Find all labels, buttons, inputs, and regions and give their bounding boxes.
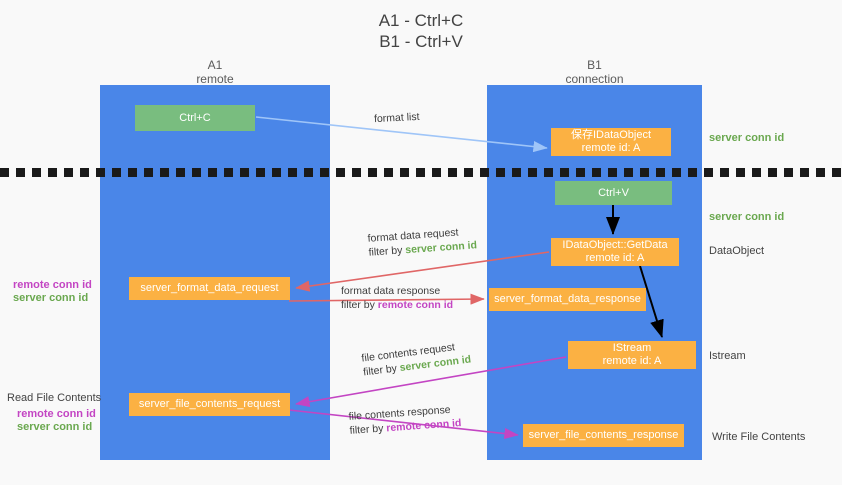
node-server-file-contents-request-label: server_file_contents_request	[138, 398, 281, 410]
node-server-format-data-response-label: server_format_data_response	[494, 293, 641, 305]
note-server-conn-id-1: server conn id	[13, 292, 89, 304]
node-server-format-data-request-label: server_format_data_request	[140, 282, 279, 294]
connector-file-contents-response	[288, 409, 519, 440]
node-server-format-data-request[interactable]: server_format_data_request	[129, 277, 290, 300]
edge-label-format-list: format list	[374, 110, 420, 126]
note-conn-ids-format: remote conn id server conn id	[7, 279, 92, 305]
node-ctrl-v[interactable]: Ctrl+V	[555, 181, 672, 205]
note-server-conn-id-top: server conn id	[709, 132, 785, 144]
title-line-2: B1 - Ctrl+V	[379, 32, 463, 51]
note-read-file-contents-heading: Read File Contents	[7, 392, 102, 404]
edge-label-format-data-request-filter-prefix: filter by	[368, 244, 406, 259]
node-save-idataobject-label: 保存IDataObject	[570, 129, 652, 141]
node-server-format-data-response[interactable]: server_format_data_response	[489, 288, 646, 311]
connector-format-data-request	[295, 251, 550, 292]
lane-a1-name: A1	[207, 58, 223, 72]
note-server-conn-id-2: server conn id	[17, 421, 93, 433]
note-remote-conn-id-1: remote conn id	[13, 279, 92, 291]
note-remote-conn-id-2: remote conn id	[17, 408, 96, 420]
page-title: A1 - Ctrl+C B1 - Ctrl+V	[0, 10, 842, 52]
note-istream: Istream	[709, 350, 746, 362]
lane-b1-role: connection	[565, 72, 624, 86]
edge-label-format-data-response: format data response filter by remote co…	[341, 284, 453, 312]
edge-label-format-data-response-filter-id: remote conn id	[377, 299, 454, 311]
lane-header-a1: A1 remote	[100, 58, 330, 86]
lane-a1-role: remote	[196, 72, 234, 86]
node-idataobject-getdata[interactable]: IDataObject::GetData remote id: A	[551, 238, 679, 266]
phase-divider	[0, 167, 842, 177]
note-server-conn-id-mid: server conn id	[709, 211, 785, 223]
node-server-file-contents-request[interactable]: server_file_contents_request	[129, 393, 290, 416]
connector-format-list	[255, 116, 548, 153]
edge-label-format-list-text: format list	[373, 110, 420, 126]
node-istream-sublabel: remote id: A	[602, 355, 662, 367]
node-server-file-contents-response-label: server_file_contents_response	[528, 429, 679, 441]
node-save-idataobject-sublabel: remote id: A	[581, 142, 641, 154]
edge-label-file-contents-response-filter-prefix: filter by	[349, 422, 387, 437]
edge-label-format-data-response-filter-prefix: filter by	[341, 299, 378, 311]
node-ctrl-c-label: Ctrl+C	[179, 111, 211, 124]
lane-header-b1: B1 connection	[487, 58, 702, 86]
node-getdata-sublabel: remote id: A	[585, 252, 645, 264]
node-istream[interactable]: IStream remote id: A	[568, 341, 696, 369]
node-save-idataobject[interactable]: 保存IDataObject remote id: A	[551, 128, 671, 156]
title-line-1: A1 - Ctrl+C	[378, 11, 464, 30]
node-ctrl-v-label: Ctrl+V	[598, 186, 629, 199]
note-dataobject: DataObject	[709, 245, 765, 257]
note-write-file-contents: Write File Contents	[712, 431, 806, 443]
edge-label-format-data-response-text: format data response	[341, 285, 441, 297]
lane-b1-name: B1	[587, 58, 602, 72]
node-istream-label: IStream	[612, 342, 652, 354]
connector-file-contents-request	[295, 356, 567, 408]
note-read-file-contents: Read File Contents remote conn id server…	[7, 392, 101, 434]
node-server-file-contents-response[interactable]: server_file_contents_response	[523, 424, 684, 447]
node-getdata-label: IDataObject::GetData	[562, 239, 668, 251]
connector-getdata-to-istream	[639, 265, 664, 338]
connector-format-data-response	[288, 293, 485, 305]
node-ctrl-c[interactable]: Ctrl+C	[135, 105, 255, 131]
